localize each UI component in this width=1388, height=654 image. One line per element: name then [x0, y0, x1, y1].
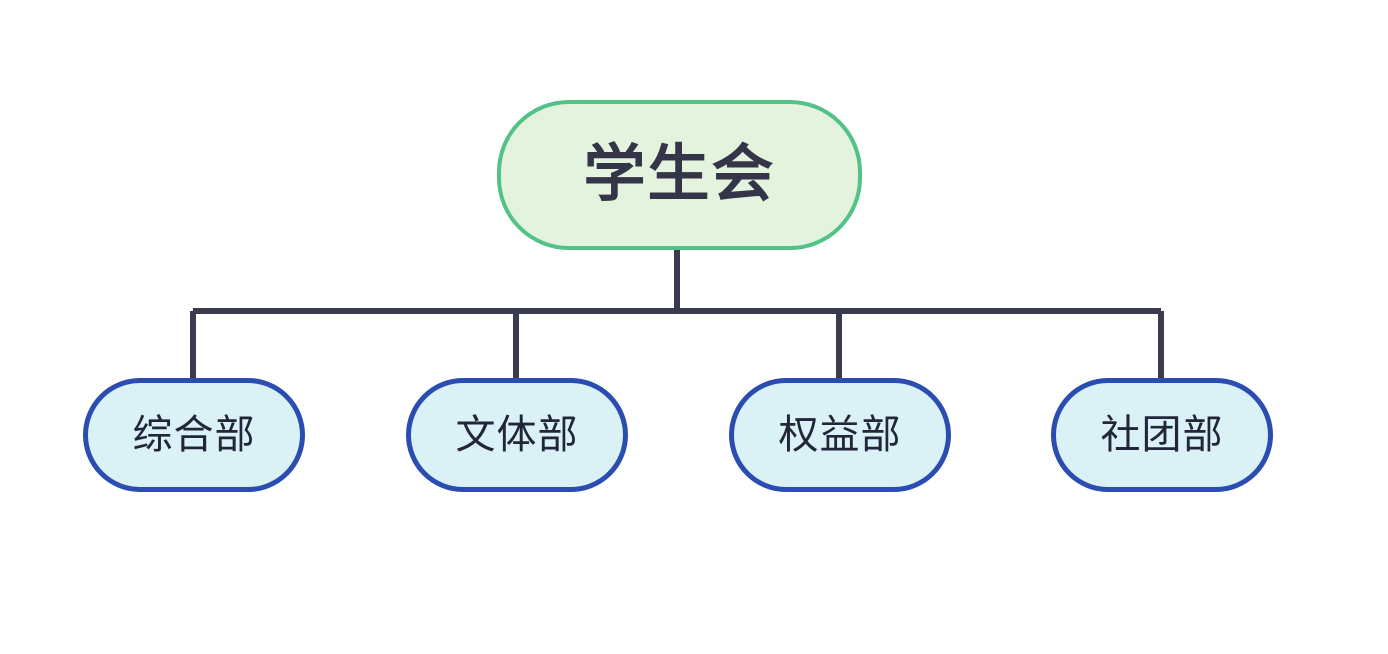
- node-child-label: 综合部: [132, 413, 256, 457]
- node-child-culture-sports-dept[interactable]: 文体部: [406, 378, 628, 492]
- node-root-label: 学生会: [583, 140, 776, 209]
- node-child-label: 社团部: [1100, 413, 1224, 457]
- node-child-label: 权益部: [778, 413, 902, 457]
- node-child-comprehensive-dept[interactable]: 综合部: [83, 378, 305, 492]
- node-child-club-dept[interactable]: 社团部: [1051, 378, 1273, 492]
- node-child-rights-dept[interactable]: 权益部: [729, 378, 951, 492]
- node-root-student-union[interactable]: 学生会: [497, 100, 862, 250]
- node-child-label: 文体部: [455, 413, 579, 457]
